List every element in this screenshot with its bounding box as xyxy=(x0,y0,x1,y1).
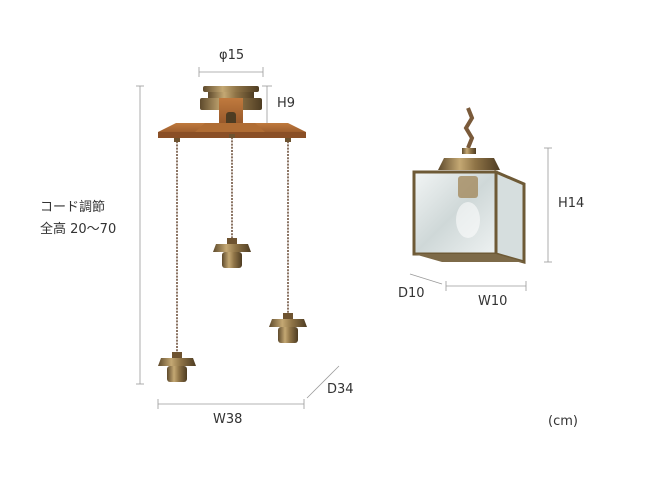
depth-label: D34 xyxy=(327,382,354,397)
shade-height-label: H14 xyxy=(558,196,585,211)
cord-adjust-label: コード調節 xyxy=(40,200,106,215)
shade-depth-label: D10 xyxy=(398,286,425,301)
socket-left xyxy=(158,352,196,382)
socket-right xyxy=(269,313,307,343)
dimension-lines-right xyxy=(409,147,552,291)
dimension-lines-left xyxy=(136,67,340,409)
socket-center xyxy=(213,238,251,268)
glass-shade-pendant xyxy=(412,107,526,264)
ceiling-height-label: H9 xyxy=(277,96,296,111)
total-length-label: 全高 20～70 xyxy=(40,222,117,237)
unit-label: (cm) xyxy=(548,414,578,429)
pendant-cords xyxy=(174,134,291,352)
diameter-label: φ15 xyxy=(219,48,245,63)
depth-dimension-line xyxy=(306,365,340,399)
shade-depth-dimension-line xyxy=(409,273,443,285)
width-label: W38 xyxy=(213,412,243,427)
shade-width-label: W10 xyxy=(478,294,508,309)
